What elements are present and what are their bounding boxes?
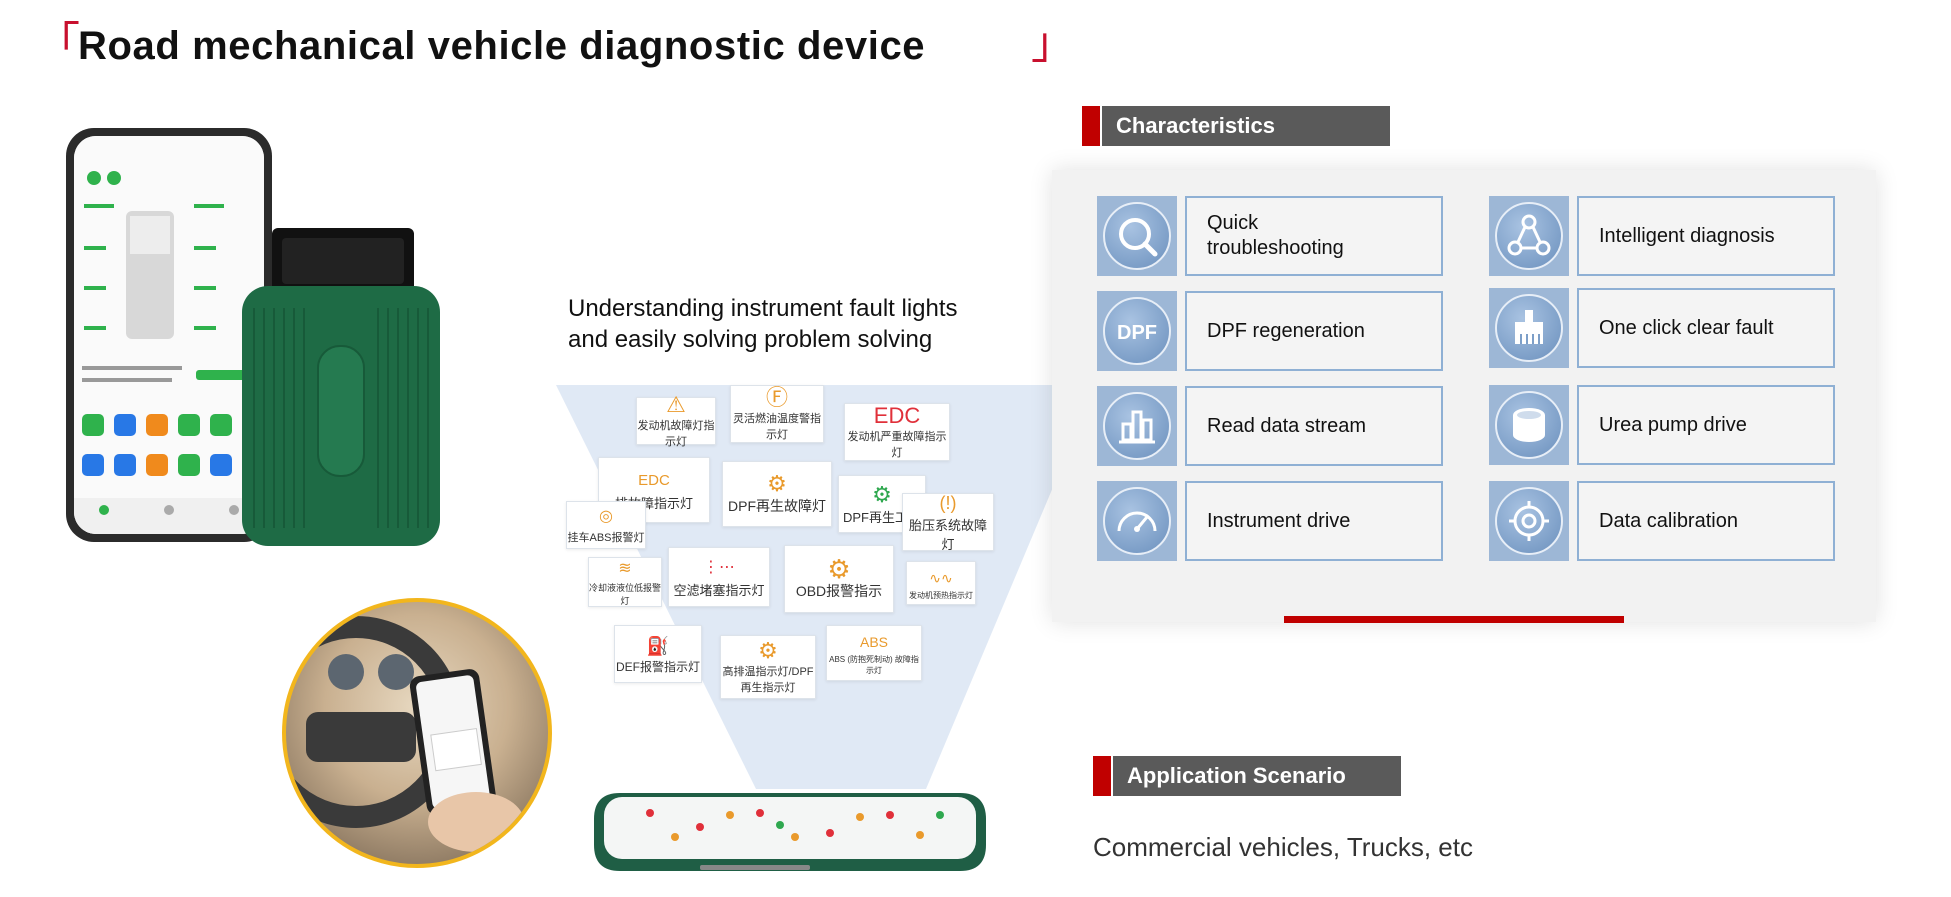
feature-icon-box xyxy=(1489,196,1569,276)
preheat-icon: ∿∿ xyxy=(929,569,953,586)
application-scenario-heading: Application Scenario xyxy=(1113,756,1401,796)
feature-label: Quick troubleshooting xyxy=(1185,196,1443,276)
steering-wheel-phone-icon xyxy=(286,616,524,852)
phone-fault-lights-image xyxy=(590,785,990,881)
dpf-fault-icon: ⚙ xyxy=(767,471,787,496)
fault-light-tile: (!) 胎压系统故障灯 xyxy=(902,493,994,552)
feature-label: DPF regeneration xyxy=(1185,291,1443,371)
fault-lights-caption: Understanding instrument fault lights an… xyxy=(568,293,1008,355)
feature-icon-box xyxy=(1097,196,1177,276)
characteristics-heading: Characteristics xyxy=(1102,106,1390,146)
phone-app-image xyxy=(66,128,272,542)
def-warning-icon: ⛽ xyxy=(646,635,670,656)
fault-light-tile: ⚙ 高排温指示灯/DPF再生指示灯 xyxy=(720,635,816,699)
urea-pump-icon xyxy=(1513,408,1545,442)
caption-line-2: and easily solving problem solving xyxy=(568,326,933,353)
fault-light-tile: ABS ABS (防抱死制动) 故障指示灯 xyxy=(826,625,922,681)
trailer-abs-icon: ◎ xyxy=(599,508,613,525)
fault-light-tile: Ⓕ 灵活燃油温度警指示灯 xyxy=(730,385,824,443)
high-exhaust-temp-icon: ⚙ xyxy=(758,638,778,663)
feature-label: Data calibration xyxy=(1577,481,1835,561)
fault-light-tile: ◎ 挂车ABS报警灯 xyxy=(566,501,646,549)
flat-phone-icon xyxy=(594,793,986,871)
engine-fault-icon: ⚠ xyxy=(666,392,686,417)
tire-pressure-icon: (!) xyxy=(939,493,957,513)
obd-dongle-icon xyxy=(242,228,440,546)
dpf-regen-icon: ⚙ xyxy=(872,481,892,507)
dpf-icon: DPF xyxy=(1117,322,1157,344)
clear-fault-icon xyxy=(1515,310,1543,344)
feature-icon-box xyxy=(1097,386,1177,466)
magnifier-icon xyxy=(1119,218,1158,257)
fault-light-tile: ⚙ DPF再生故障灯 xyxy=(722,461,832,527)
page-title: Road mechanical vehicle diagnostic devic… xyxy=(78,24,926,68)
phone-app-screen-icon xyxy=(74,136,264,534)
feature-icon-box xyxy=(1489,481,1569,561)
header-accent-bar xyxy=(1082,106,1100,146)
fault-light-tile: ⋮⋯ 空滤堵塞指示灯 xyxy=(668,547,770,607)
edc-engine-icon: EDC xyxy=(638,471,670,489)
feature-label: Urea pump drive xyxy=(1577,385,1835,465)
fault-light-tile: EDC 发动机严重故障指示灯 xyxy=(844,403,950,461)
caption-line-1: Understanding instrument fault lights xyxy=(568,295,958,322)
fault-light-tile: ≋ 冷却液液位低报警灯 xyxy=(588,557,662,607)
fault-light-tile: ⚠ 发动机故障灯指示灯 xyxy=(636,392,716,448)
feature-icon-box xyxy=(1489,385,1569,465)
fuel-filter-icon: Ⓕ xyxy=(765,385,788,410)
title-bracket-right: 」 xyxy=(1031,19,1075,68)
network-icon xyxy=(1507,214,1551,256)
feature-icon-box xyxy=(1097,481,1177,561)
edc-icon: EDC xyxy=(873,403,921,428)
obd-dongle-image xyxy=(242,228,440,546)
feature-label: One click clear fault xyxy=(1577,288,1835,368)
feature-icon-box xyxy=(1489,288,1569,368)
title-bracket-left: 「 xyxy=(36,19,80,68)
in-vehicle-photo xyxy=(282,598,552,868)
fault-light-tile: ⚙ OBD报警指示 xyxy=(784,545,894,613)
feature-label: Intelligent diagnosis xyxy=(1577,196,1835,276)
feature-label: Instrument drive xyxy=(1185,481,1443,561)
application-scenario-text: Commercial vehicles, Trucks, etc xyxy=(1093,832,1473,862)
bar-chart-icon xyxy=(1119,410,1155,444)
svg-text:DPF: DPF xyxy=(1117,322,1157,344)
feature-label: Read data stream xyxy=(1185,386,1443,466)
fault-light-tile: ∿∿ 发动机预热指示灯 xyxy=(906,561,976,605)
obd-warning-icon: ⚙ xyxy=(827,554,851,584)
header-accent-bar xyxy=(1093,756,1111,796)
coolant-level-icon: ≋ xyxy=(618,560,632,577)
feature-icon-box: DPF xyxy=(1097,291,1177,371)
target-icon xyxy=(1509,501,1549,541)
gauge-icon xyxy=(1117,511,1157,532)
abs-icon: ABS xyxy=(859,634,888,650)
fault-light-tile: ⛽ DEF报警指示灯 xyxy=(614,625,702,683)
air-filter-icon: ⋮⋯ xyxy=(703,558,735,576)
panel-accent-underline xyxy=(1284,616,1624,623)
